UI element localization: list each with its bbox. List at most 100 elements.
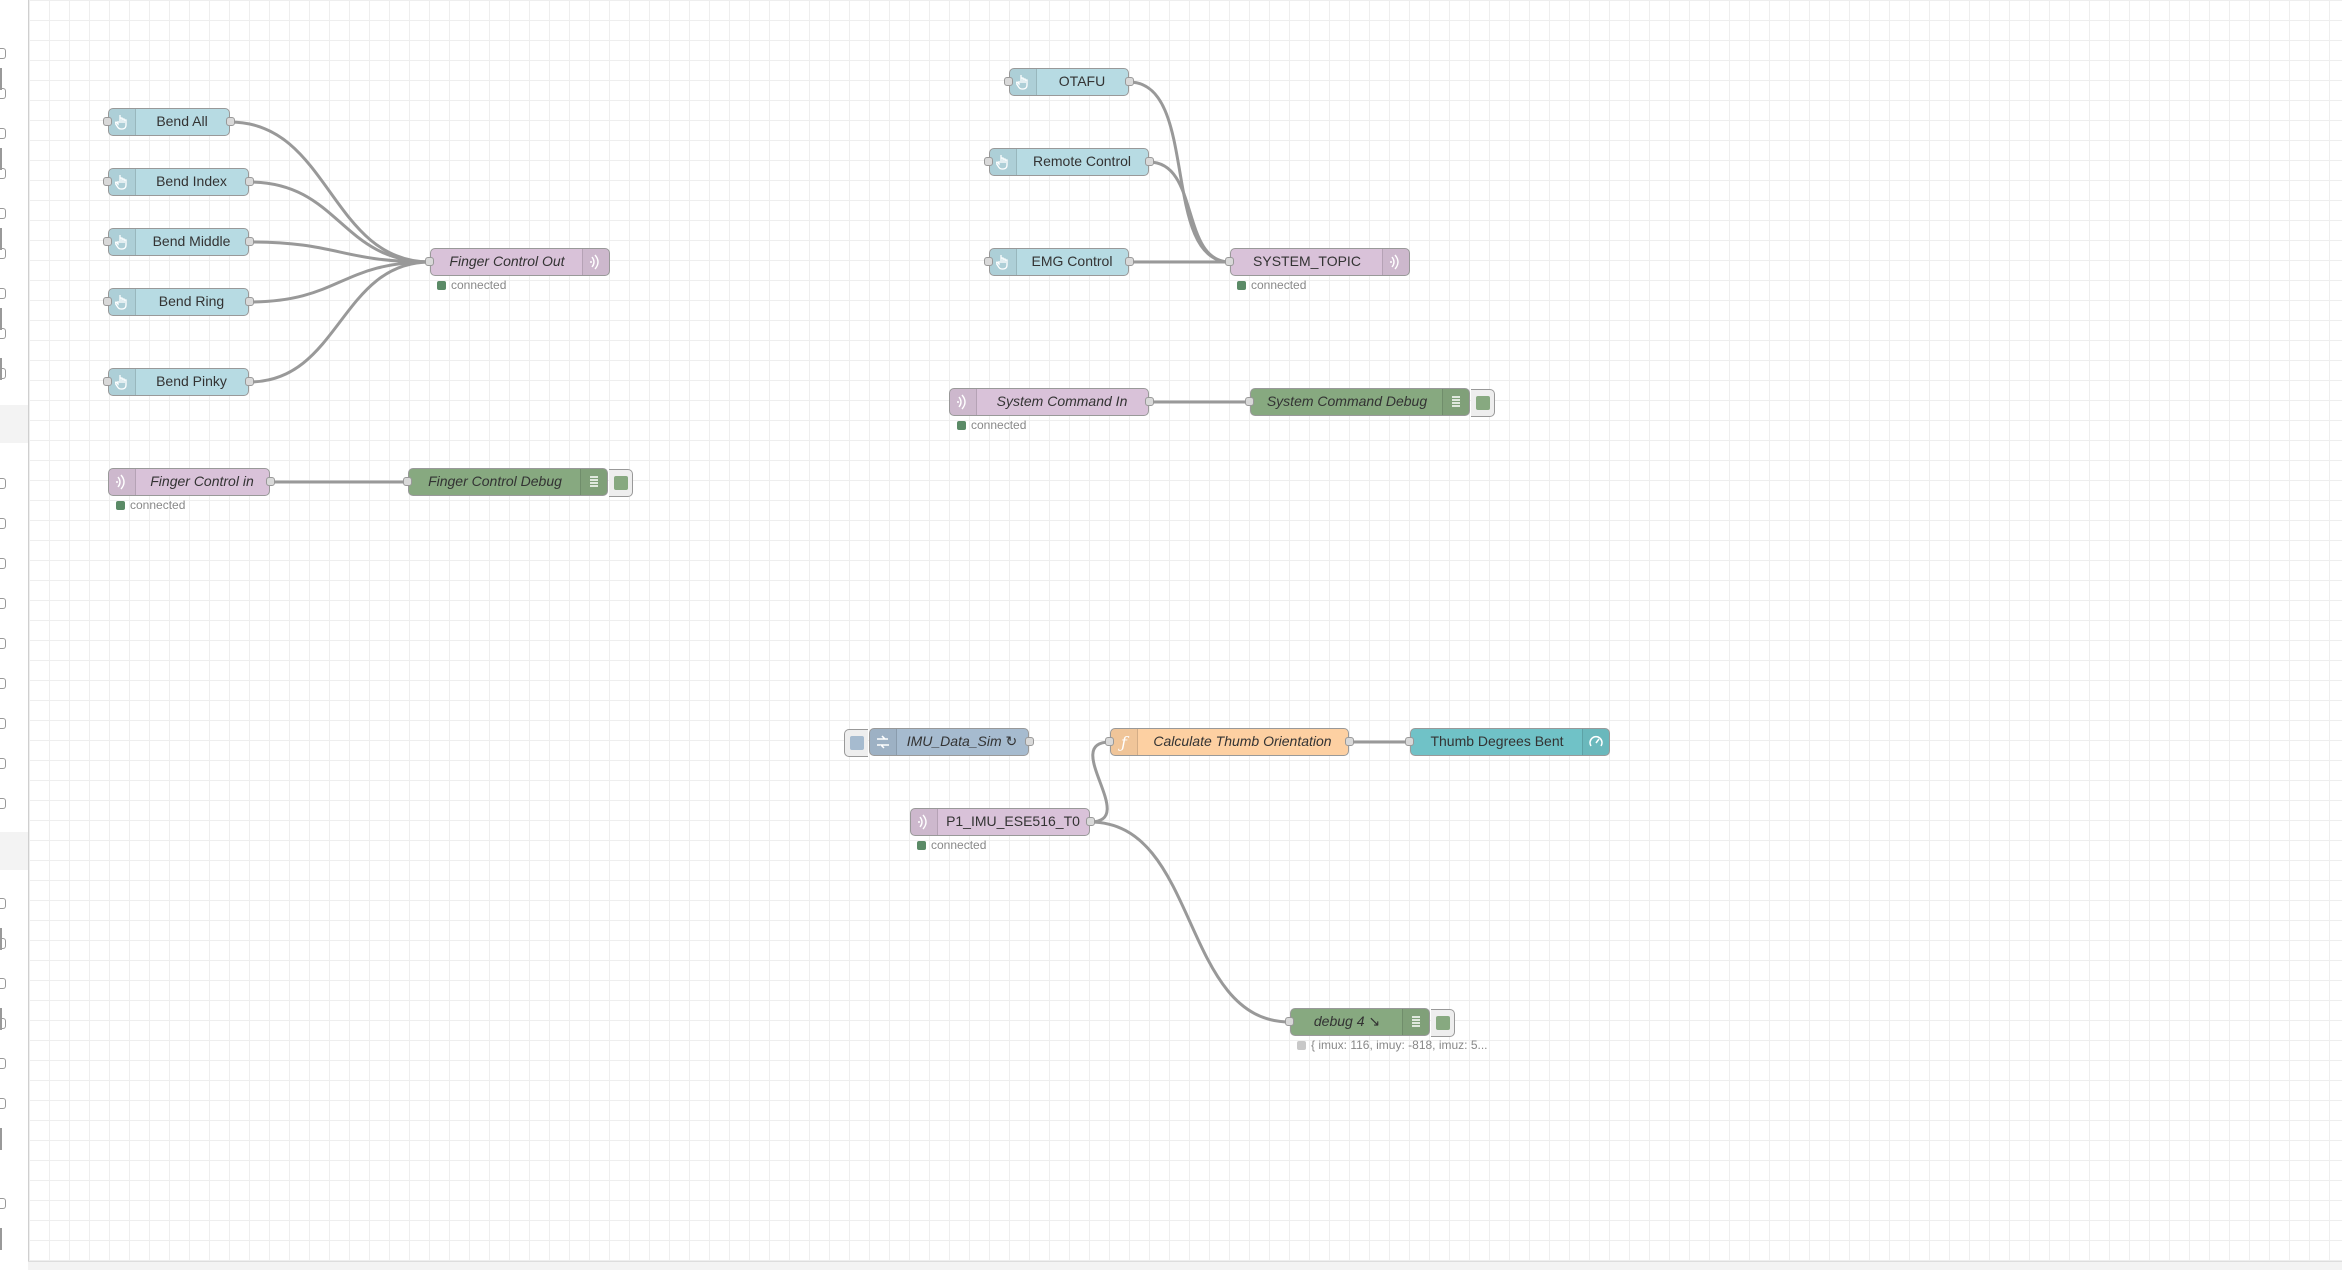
- debug-toggle-fill: [1435, 1016, 1450, 1030]
- simulator-node-imu-data-sim[interactable]: IMU_Data_Sim ↻: [844, 728, 1034, 757]
- node-label: Thumb Degrees Bent: [1430, 733, 1564, 749]
- palette-node-port: [0, 288, 6, 299]
- input-port[interactable]: [103, 237, 112, 246]
- node-label: Bend All: [156, 113, 208, 129]
- canvas-scrollbar[interactable]: [28, 1261, 2342, 1270]
- input-port[interactable]: [103, 297, 112, 306]
- input-port[interactable]: [984, 257, 993, 266]
- node-status-finger-control-in: connected: [116, 498, 185, 512]
- input-port[interactable]: [403, 477, 412, 486]
- palette-node-port: [0, 678, 6, 689]
- input-port[interactable]: [984, 157, 993, 166]
- output-port[interactable]: [1125, 257, 1134, 266]
- output-port[interactable]: [245, 237, 254, 246]
- output-port[interactable]: [1345, 737, 1354, 746]
- input-port[interactable]: [1245, 397, 1254, 406]
- input-port[interactable]: [1285, 1017, 1294, 1026]
- node-label: IMU_Data_Sim ↻: [906, 733, 1018, 749]
- node-label: EMG Control: [1031, 253, 1113, 269]
- node-status-finger-control-out: connected: [437, 278, 506, 292]
- palette-node-edge: [0, 308, 2, 330]
- palette-category-header[interactable]: [0, 405, 28, 443]
- inject-node-otafu[interactable]: OTAFU: [1004, 68, 1134, 96]
- palette-node-edge: [0, 358, 2, 380]
- node-label: Remote Control: [1032, 153, 1132, 169]
- palette-node-port: [0, 978, 6, 989]
- palette-node-port: [0, 638, 6, 649]
- input-port[interactable]: [103, 377, 112, 386]
- inject-node-bend-pinky[interactable]: Bend Pinky: [103, 368, 254, 396]
- input-port[interactable]: [103, 117, 112, 126]
- output-port[interactable]: [245, 377, 254, 386]
- palette-node-edge: [0, 928, 2, 950]
- palette-node-port: [0, 938, 6, 949]
- hand-pointer-icon: [990, 249, 1017, 275]
- output-port[interactable]: [1145, 397, 1154, 406]
- palette-node-port: [0, 758, 6, 769]
- output-port[interactable]: [1145, 157, 1154, 166]
- flow-canvas[interactable]: [28, 0, 2342, 1262]
- output-port[interactable]: [245, 177, 254, 186]
- inject-node-bend-middle[interactable]: Bend Middle: [103, 228, 254, 256]
- palette-node-edge: [0, 148, 2, 170]
- node-label: SYSTEM_TOPIC: [1253, 253, 1361, 269]
- node-label: Calculate Thumb Orientation: [1153, 733, 1332, 749]
- palette-node-edge: [0, 1228, 2, 1250]
- status-dot: [1237, 280, 1246, 290]
- debug-node-debug4[interactable]: debug 4 ↘: [1285, 1008, 1455, 1037]
- node-label: OTAFU: [1058, 73, 1106, 89]
- input-port[interactable]: [425, 257, 434, 266]
- mqtt-in-node-finger-control[interactable]: Finger Control in: [108, 468, 275, 496]
- debug-toggle-button[interactable]: [609, 469, 633, 497]
- debug-node-finger-control[interactable]: Finger Control Debug: [403, 468, 633, 497]
- input-port[interactable]: [1225, 257, 1234, 266]
- hand-pointer-icon: [1010, 69, 1037, 95]
- simulator-trigger-button[interactable]: [844, 729, 868, 757]
- output-port[interactable]: [1125, 77, 1134, 86]
- output-port[interactable]: [1086, 817, 1095, 826]
- palette-node-edge: [0, 228, 2, 250]
- inject-node-emg-control[interactable]: EMG Control: [984, 248, 1134, 276]
- mqtt-out-node-finger-control[interactable]: Finger Control Out: [425, 248, 610, 276]
- input-port[interactable]: [1105, 737, 1114, 746]
- palette-node-port: [0, 128, 6, 139]
- output-port[interactable]: [266, 477, 275, 486]
- arrow-right-icon: [870, 729, 897, 755]
- function-node-calculate-thumb[interactable]: ƒ Calculate Thumb Orientation: [1105, 728, 1354, 756]
- node-label: Finger Control Out: [449, 253, 565, 269]
- palette-node-port: [0, 1098, 6, 1109]
- hand-pointer-icon: [109, 169, 136, 195]
- wifi-signal-icon: [582, 249, 609, 275]
- mqtt-out-node-system-topic[interactable]: SYSTEM_TOPIC: [1225, 248, 1410, 276]
- mqtt-in-node-p1-imu[interactable]: P1_IMU_ESE516_T0: [910, 808, 1095, 836]
- inject-node-bend-index[interactable]: Bend Index: [103, 168, 254, 196]
- palette-node-port: [0, 1018, 6, 1029]
- inject-node-bend-all[interactable]: Bend All: [103, 108, 235, 136]
- node-status-system-command-in: connected: [957, 418, 1026, 432]
- debug-toggle-fill: [1475, 396, 1490, 410]
- palette-category-header[interactable]: [0, 832, 28, 870]
- mqtt-in-node-system-command[interactable]: System Command In: [949, 388, 1154, 416]
- output-port[interactable]: [1025, 737, 1034, 746]
- input-port[interactable]: [103, 177, 112, 186]
- output-port[interactable]: [245, 297, 254, 306]
- node-label: System Command In: [996, 393, 1128, 409]
- inject-node-remote-control[interactable]: Remote Control: [984, 148, 1154, 176]
- palette-node-port: [0, 248, 6, 259]
- status-text: connected: [971, 418, 1027, 432]
- list-icon: [1442, 389, 1469, 415]
- input-port[interactable]: [1405, 737, 1414, 746]
- debug-node-system-command[interactable]: System Command Debug: [1245, 388, 1495, 417]
- node-status-debug4: { imux: 116, imuy: -818, imuz: 5...: [1297, 1038, 1488, 1052]
- list-icon: [1402, 1009, 1429, 1035]
- debug-toggle-button[interactable]: [1471, 389, 1495, 417]
- status-dot: [116, 500, 125, 510]
- input-port[interactable]: [1004, 77, 1013, 86]
- output-port[interactable]: [226, 117, 235, 126]
- inject-node-bend-ring[interactable]: Bend Ring: [103, 288, 254, 316]
- hand-pointer-icon: [109, 289, 136, 315]
- debug-toggle-button[interactable]: [1431, 1009, 1455, 1037]
- node-label: Finger Control Debug: [428, 473, 562, 489]
- status-text: connected: [1251, 278, 1307, 292]
- gauge-node-thumb-degrees[interactable]: Thumb Degrees Bent: [1405, 728, 1610, 756]
